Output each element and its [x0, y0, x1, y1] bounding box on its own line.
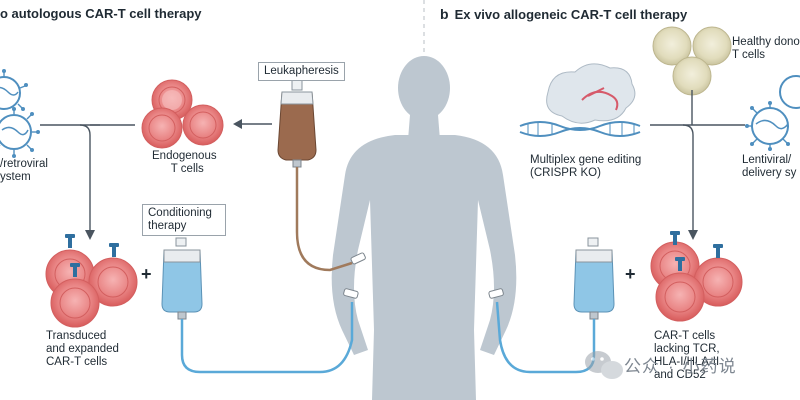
- endogenous-label: Endogenous T cells: [152, 150, 217, 175]
- wechat-logo-icon: [585, 351, 623, 379]
- crispr-complex: [519, 63, 641, 137]
- endogenous-t-cells: [141, 79, 224, 149]
- blood-bag: [277, 79, 366, 272]
- arrow-down-b: [688, 230, 698, 240]
- saline-bag-a: [161, 237, 359, 374]
- gene-editing-label: Multiplex gene editing (CRISPR KO): [530, 154, 642, 179]
- merge-arrows-a: [40, 124, 135, 232]
- plus-sign-b: +: [625, 264, 636, 284]
- saline-bag-b: [488, 237, 615, 374]
- transduced-label: Transduced and expanded CAR-T cells: [46, 330, 119, 368]
- merge-arrows-b: [650, 90, 745, 232]
- conditioning-label: Conditioning therapy: [142, 204, 226, 236]
- panel-a-title: o autologous CAR-T cell therapy: [0, 6, 202, 21]
- car-t-cells-b: [650, 241, 743, 322]
- arrow-down-a: [85, 230, 95, 240]
- transduced-car-t-cells: [45, 249, 138, 328]
- car-receptors-b: [670, 231, 723, 271]
- watermark: 公众·小药说: [624, 357, 737, 376]
- plus-sign-a: +: [141, 264, 152, 284]
- vector-label-a: /retroviral ystem: [0, 158, 48, 183]
- virus-group-a: [0, 69, 40, 158]
- car-receptors-a: [65, 234, 119, 277]
- panel-b-letter: b: [440, 6, 449, 22]
- car-t-lacking-label: CAR-T cells lacking TCR, HLA-I/HLA-II an…: [654, 330, 720, 381]
- healthy-donor-label: Healthy dono T cells: [732, 36, 800, 61]
- virus-group-b: [745, 75, 800, 151]
- vector-label-b: Lentiviral/ delivery sy: [742, 154, 797, 179]
- human-silhouette: [331, 56, 517, 400]
- leukapheresis-label: Leukapheresis: [258, 62, 345, 81]
- donor-t-cells: [652, 26, 732, 96]
